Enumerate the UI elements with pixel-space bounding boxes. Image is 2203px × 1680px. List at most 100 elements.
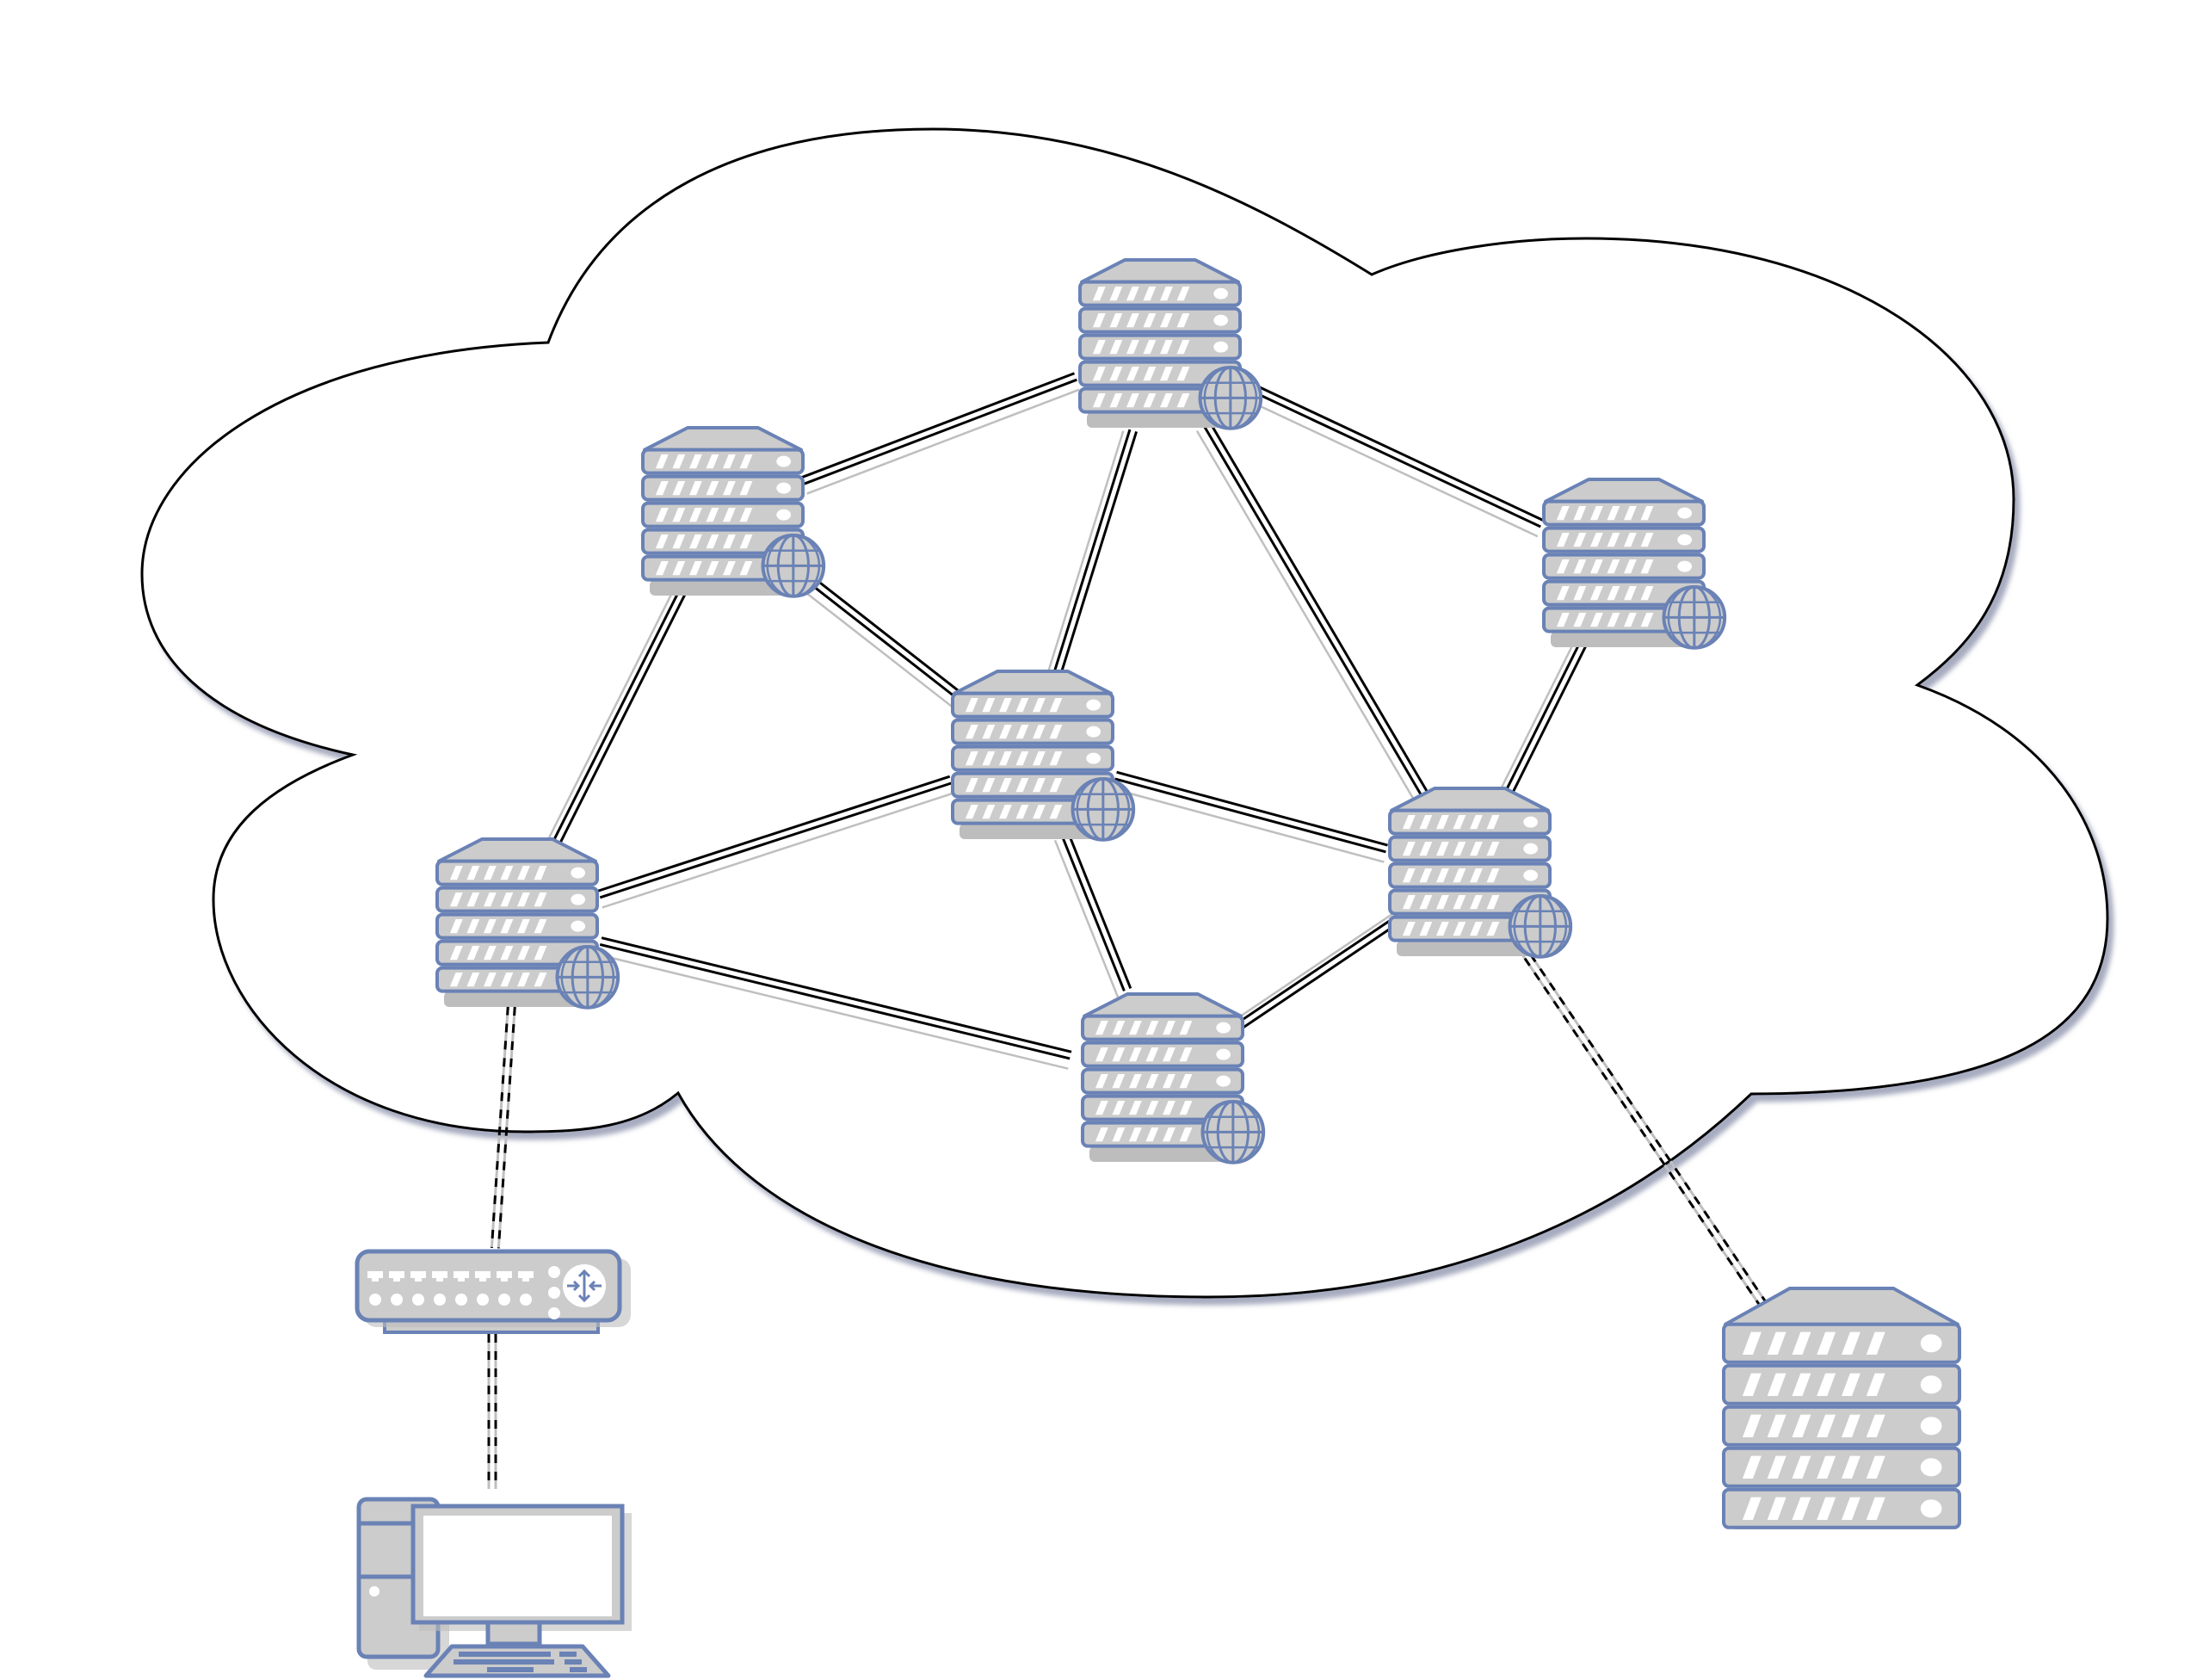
link-web-server-top-to-web-server-center[interactable]: [1047, 429, 1139, 673]
link-shadow: [806, 388, 1080, 495]
web-server-bottom[interactable]: [1081, 992, 1266, 1164]
vent-slot: [1179, 1021, 1193, 1035]
link-web-server-lower-right-to-web-server-bottom[interactable]: [1234, 912, 1402, 1029]
vent-slot: [1866, 1414, 1885, 1437]
pc-monitor: [410, 1504, 632, 1646]
vent-slot: [500, 973, 514, 987]
cloud-icon: [140, 127, 2109, 1299]
device-shadow: [1089, 1146, 1243, 1162]
server-unit: [1388, 808, 1552, 836]
vent-slot: [965, 698, 978, 713]
server-unit: [1081, 1014, 1244, 1041]
vent-slot: [1128, 1101, 1142, 1115]
vent-slot: [1419, 922, 1433, 936]
link-web-server-top-to-web-server-lower-right[interactable]: [1195, 419, 1431, 806]
ethernet-port: [432, 1271, 447, 1282]
vent-slot: [998, 751, 1012, 766]
server-unit: [641, 448, 805, 475]
vent-slot: [1817, 1455, 1836, 1479]
vent-slot: [1145, 1021, 1159, 1035]
vent-slot: [1112, 1074, 1126, 1089]
router[interactable]: [355, 1249, 631, 1334]
vent-slot: [1126, 367, 1139, 381]
link-web-server-left-to-web-server-bottom[interactable]: [598, 936, 1072, 1070]
link-wire: [601, 936, 1072, 1053]
web-server-center[interactable]: [951, 670, 1136, 842]
vent-slot: [1145, 1074, 1159, 1089]
web-server-lower-right[interactable]: [1388, 787, 1573, 959]
vent-slot: [1092, 340, 1106, 355]
status-led: [1523, 869, 1539, 881]
ethernet-port: [497, 1271, 512, 1282]
web-server-upper-right[interactable]: [1542, 478, 1727, 650]
vent-slot: [1160, 367, 1173, 381]
web-server-icon: [1542, 478, 1727, 650]
port-led: [520, 1294, 532, 1306]
vent-slot: [1470, 922, 1483, 936]
vent-slot: [1402, 842, 1416, 856]
vent-slot: [1049, 778, 1063, 793]
vent-slot: [1435, 868, 1449, 883]
web-server-top[interactable]: [1078, 258, 1263, 430]
vent-slot: [706, 534, 719, 549]
server-unit: [1542, 499, 1706, 527]
vent-slot: [998, 778, 1012, 793]
status-led: [1523, 816, 1539, 828]
vent-slot: [706, 454, 719, 469]
vent-slot: [1109, 367, 1123, 381]
vent-slot: [655, 454, 669, 469]
status-led: [1677, 560, 1693, 572]
vent-slot: [1624, 559, 1637, 574]
vent-slot: [672, 454, 686, 469]
link-web-server-top-to-web-server-upper-right[interactable]: [1237, 378, 1545, 538]
link-web-server-center-to-web-server-lower-right[interactable]: [1113, 770, 1388, 863]
port-led: [369, 1294, 381, 1306]
web-server-left[interactable]: [435, 837, 620, 1010]
vent-slot: [672, 481, 686, 496]
vent-slot: [1143, 340, 1157, 355]
vent-slot: [672, 561, 686, 576]
link-wire-dashed: [1514, 943, 1763, 1309]
status-led: [571, 920, 586, 932]
status-led: [1213, 287, 1229, 300]
link-web-server-upper-left-to-web-server-center[interactable]: [783, 560, 968, 713]
vent-slot: [1033, 725, 1046, 739]
link-router-to-desktop-pc[interactable]: [487, 1334, 497, 1489]
status-led: [776, 509, 792, 521]
vent-slot: [1742, 1414, 1762, 1437]
link-wire: [1238, 915, 1398, 1023]
globe-icon: [1508, 894, 1573, 959]
web-server-upper-left[interactable]: [641, 426, 826, 598]
link-web-server-left-to-web-server-center[interactable]: [597, 775, 955, 909]
vent-slot: [965, 805, 978, 819]
desktop-pc[interactable]: [356, 1497, 632, 1678]
vent-slot: [1792, 1455, 1811, 1479]
link-web-server-lower-right-to-rack-server[interactable]: [1514, 939, 1768, 1309]
link-web-server-center-to-web-server-bottom[interactable]: [1053, 831, 1132, 998]
link-web-server-upper-right-to-web-server-lower-right[interactable]: [1497, 640, 1589, 796]
link-web-server-upper-left-to-web-server-top[interactable]: [801, 372, 1080, 495]
rack-server[interactable]: [1722, 1287, 1961, 1529]
vent-slot: [483, 866, 497, 880]
vent-slot: [1160, 313, 1173, 328]
globe-icon: [1198, 366, 1263, 430]
vent-slot: [1842, 1497, 1861, 1520]
vent-slot: [672, 534, 686, 549]
vent-slot: [998, 805, 1012, 819]
vent-slot: [1556, 506, 1570, 521]
vent-slot: [1145, 1127, 1159, 1142]
device-shadow: [960, 824, 1113, 839]
status-led: [1523, 843, 1539, 855]
vent-slot: [1607, 533, 1620, 547]
status-led: [1216, 1022, 1231, 1034]
vent-slot: [1163, 1047, 1176, 1062]
keyboard: [423, 1644, 611, 1678]
server-unit: [1081, 1041, 1244, 1068]
vent-slot: [1049, 698, 1063, 713]
link-wire: [1066, 831, 1132, 989]
link-web-server-left-to-router[interactable]: [490, 1006, 516, 1249]
link-web-server-upper-left-to-web-server-left[interactable]: [546, 585, 689, 847]
vent-slot: [1176, 313, 1190, 328]
vent-slot: [1640, 586, 1654, 601]
